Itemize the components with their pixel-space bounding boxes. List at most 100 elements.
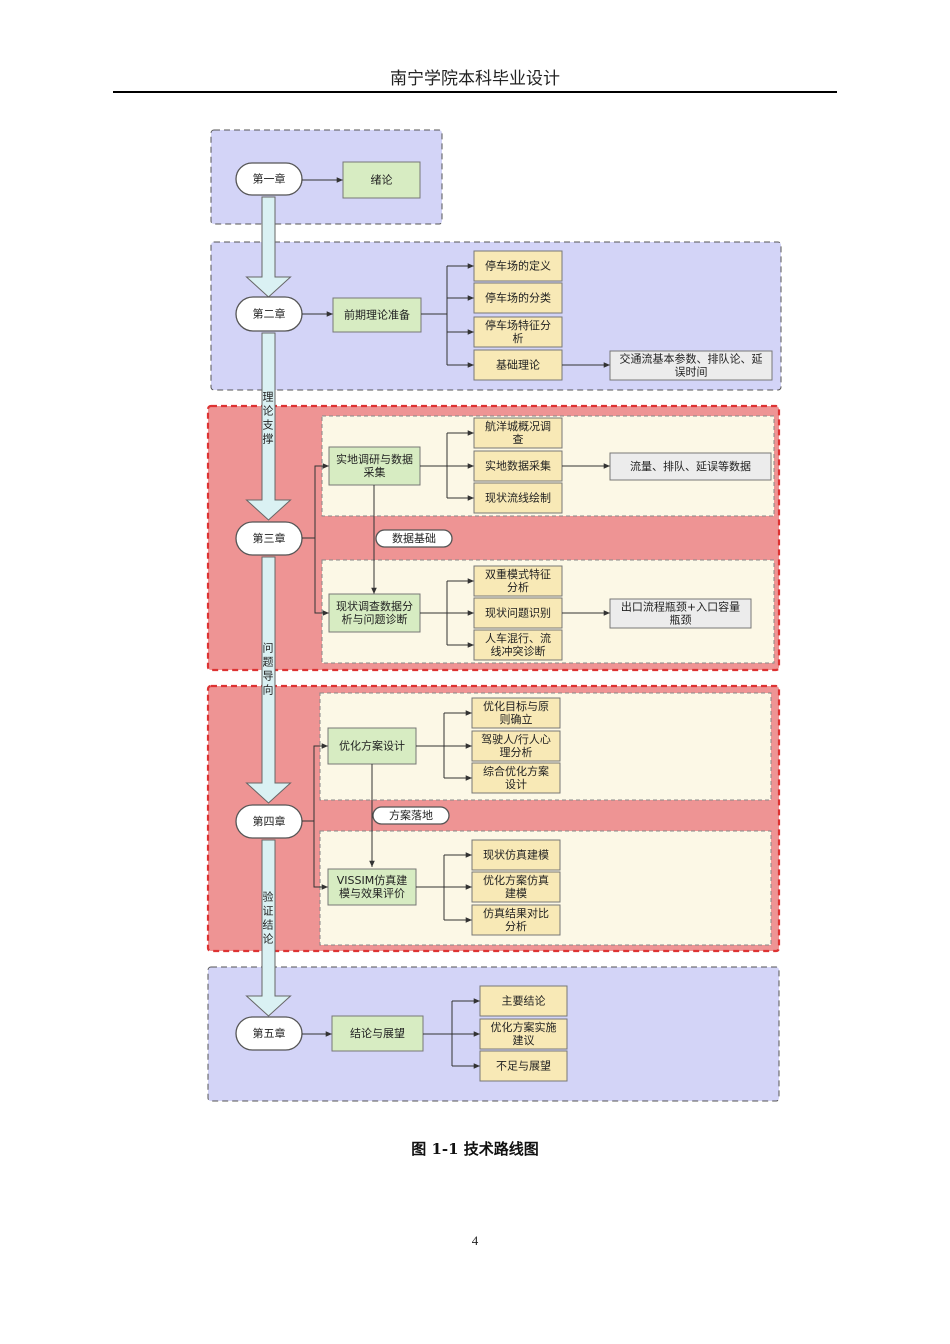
ch2-item-2: [473, 282, 563, 314]
ch2-main-box: [332, 297, 422, 333]
chapter-1-node: [235, 162, 303, 196]
page-header: 南宁学院本科毕业设计: [390, 69, 560, 89]
ch4-top-item-2-label-line-1: 驾驶人/行人心: [481, 732, 551, 746]
ch4-bottom-item-2: [471, 871, 561, 903]
ch4-bottom-item-2-label-line-1: 优化方案仿真: [483, 873, 549, 887]
ch3-bottom-item-2: [473, 597, 563, 629]
ch2-extra-box-label-line-1: 交通流基本参数、排队论、延: [620, 352, 763, 366]
ch4-bottom-item-2-label-line-2: 建模: [505, 886, 527, 900]
ch3-top-item-2: [473, 450, 563, 482]
ch5-item-1: [479, 985, 568, 1017]
side-label-problem-oriented-char-3: 导: [263, 670, 274, 683]
ch4-bottom-main-box-label-line-1: VISSIM仿真建: [337, 873, 407, 887]
ch4-bottom-item-1: [471, 839, 561, 871]
ch4-bottom-item-3: [471, 904, 561, 936]
header-rule: [113, 91, 837, 93]
ch3-link-label: [375, 529, 453, 548]
ch3-bottom-item-1-label-line-2: 分析: [507, 580, 529, 594]
ch3-top-item-1-label-line-2: 查: [513, 432, 524, 446]
ch4-bottom-main-box-label-line-2: 模与效果评价: [339, 886, 405, 900]
ch3-top-item-1: [473, 417, 563, 449]
ch3-top-main-box-label-line-2: 采集: [364, 465, 386, 479]
side-label-problem-oriented-char-1: 问: [263, 642, 274, 655]
ch1-main-box: [342, 161, 421, 199]
ch5-item-2-label-line-1: 优化方案实施: [491, 1020, 557, 1034]
ch2-extra-box: [609, 350, 773, 381]
ch3-top-extra-box: [609, 452, 772, 481]
side-label-theory-support-char-2: 论: [263, 404, 274, 418]
flow-arrow-4-5: [245, 839, 292, 1017]
ch4-top-item-3: [471, 762, 561, 794]
ch3-bottom-main-box-label-line-2: 析与问题诊断: [342, 612, 408, 626]
ch3-bottom-extra-box-label-line-2: 瓶颈: [670, 613, 692, 627]
page-number: 4: [471, 1233, 479, 1248]
ch3-bottom-item-3-label-line-1: 人车混行、流: [485, 631, 551, 645]
ch4-link-label-label: 方案落地: [389, 808, 433, 822]
ch2-item-3-label-line-1: 停车场特征分: [485, 318, 551, 332]
ch3-bottom-item-2-label: 现状问题识别: [485, 606, 551, 620]
ch3-bottom-main-box-label-line-1: 现状调查数据分: [336, 599, 413, 613]
side-label-theory-support-char-3: 支: [263, 419, 274, 432]
side-label-theory-support-char-1: 理: [263, 391, 274, 404]
ch2-item-1-label: 停车场的定义: [485, 259, 551, 273]
ch4-top-main-box-label: 优化方案设计: [339, 739, 405, 753]
ch3-top-extra-box-label: 流量、排队、延误等数据: [630, 459, 751, 473]
ch4-connector-bottom: [313, 821, 328, 890]
ch5-item-1-label: 主要结论: [502, 994, 546, 1008]
ch4-top-item-1-label-line-2: 则确立: [500, 712, 533, 726]
ch3-bottom-item-1: [473, 565, 563, 597]
chapter-4-node-label: 第四章: [253, 814, 286, 828]
figure-caption: 图 1-1 技术路线图: [411, 1140, 539, 1158]
ch2-item-2-label: 停车场的分类: [485, 291, 551, 305]
ch2-item-1: [473, 250, 563, 282]
ch3-top-item-3: [473, 482, 563, 514]
ch3-top-item-1-label-line-1: 航洋城概况调: [485, 419, 551, 433]
side-label-verify-conclusion-char-4: 论: [263, 932, 274, 946]
ch4-link-label: [372, 806, 450, 825]
ch3-bottom-item-3-label-line-2: 线冲突诊断: [491, 644, 546, 658]
ch3-link-label-label: 数据基础: [392, 531, 436, 545]
ch3-bottom-extra-box: [609, 598, 752, 629]
ch4-top-item-2-label-line-2: 理分析: [500, 745, 533, 759]
side-label-problem-oriented-char-2: 题: [263, 656, 274, 669]
ch4-bottom-item-1-label: 现状仿真建模: [483, 848, 549, 862]
ch5-item-3-label: 不足与展望: [496, 1060, 551, 1073]
ch5-item-2-label-line-2: 建议: [513, 1033, 535, 1047]
side-label-theory-support-char-4: 撑: [263, 432, 274, 446]
ch3-top-item-3-label: 现状流线绘制: [485, 491, 551, 505]
side-label-verify-conclusion-char-3: 结: [263, 919, 274, 932]
side-label-verify-conclusion-char-2: 证: [263, 905, 274, 918]
flow-arrow-1-2: [245, 196, 292, 298]
chapter-2-node-label: 第二章: [253, 307, 286, 321]
ch1-main-box-label: 绪论: [371, 173, 393, 187]
ch4-top-item-1-label-line-1: 优化目标与原: [483, 699, 549, 713]
ch4-top-item-2: [471, 730, 561, 762]
ch4-top-item-3-label-line-1: 综合优化方案: [483, 764, 549, 778]
ch2-item-4-label: 基础理论: [496, 358, 540, 372]
chapter-1-node-label: 第一章: [253, 172, 286, 186]
ch4-top-item-3-label-line-2: 设计: [505, 778, 527, 791]
side-label-problem-oriented-char-4: 向: [263, 683, 274, 697]
ch3-connector-top: [302, 463, 329, 539]
ch4-bottom-item-3-label-line-1: 仿真结果对比: [483, 906, 549, 920]
ch3-bottom-item-1-label-line-1: 双重模式特征: [485, 567, 551, 581]
flow-arrow-3-4: [245, 556, 292, 804]
ch4-bottom-item-3-label-line-2: 分析: [505, 919, 527, 933]
ch3-connector-bottom: [314, 538, 329, 616]
ch5-item-2: [479, 1018, 568, 1050]
ch2-item-3-label-line-2: 析: [513, 331, 524, 345]
ch5-main-box: [331, 1015, 424, 1052]
chapter-5-node-label: 第五章: [253, 1026, 286, 1040]
ch5-item-3: [479, 1050, 568, 1082]
ch3-bottom-extra-box-label-line-1: 出口流程瓶颈+入口容量: [621, 600, 740, 614]
ch3-bottom-item-3: [473, 629, 563, 661]
side-label-verify-conclusion-char-1: 验: [263, 890, 274, 904]
ch4-connector-top: [302, 743, 328, 822]
ch4-top-item-1: [471, 697, 561, 729]
ch3-top-main-box-label-line-1: 实地调研与数据: [336, 452, 413, 466]
ch3-top-main-box: [328, 446, 421, 486]
ch2-item-3: [473, 316, 563, 348]
ch3-top-item-2-label: 实地数据采集: [485, 459, 551, 473]
flow-arrow-2-3: [245, 332, 292, 521]
